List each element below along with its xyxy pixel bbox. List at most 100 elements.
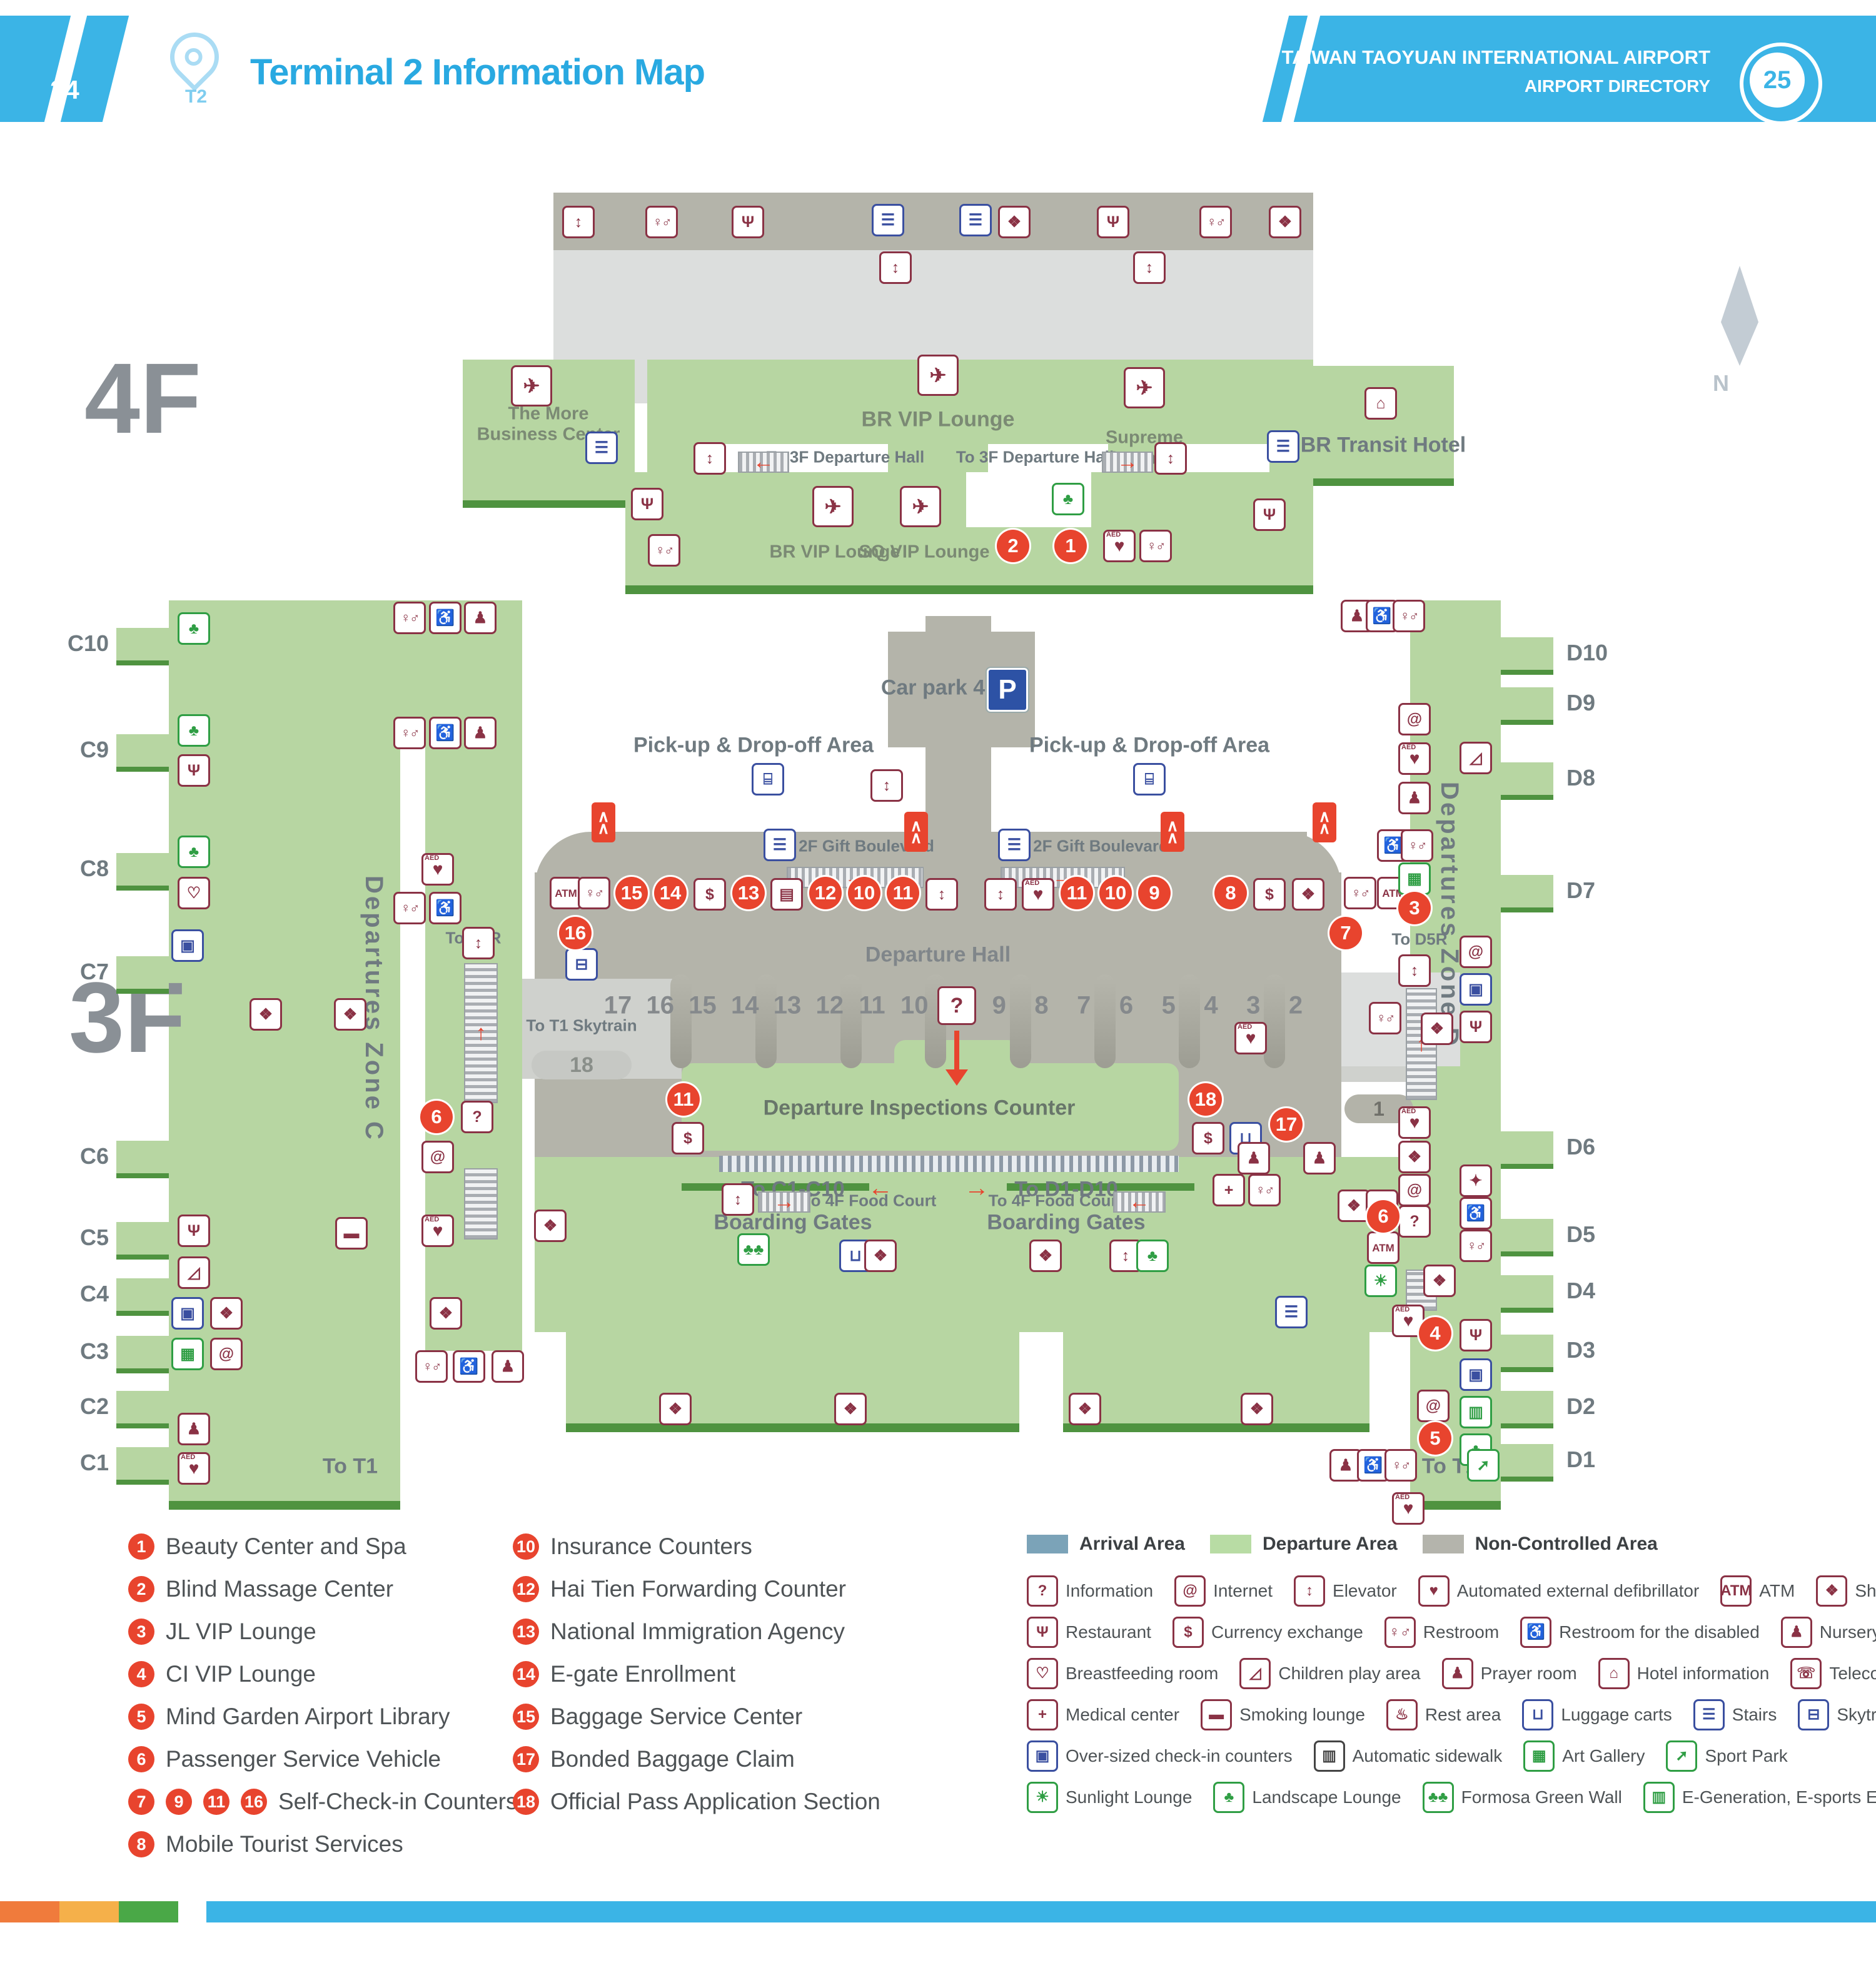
elevator-icon: ↕: [870, 769, 903, 802]
footer-segment: [119, 1901, 178, 1922]
arrow-to-d-gates: →: [964, 1174, 989, 1202]
checkin-counter-number: 16: [646, 991, 675, 1019]
lounge-icon: ✈: [812, 486, 854, 527]
legend-icon-item: ◿Children play area: [1239, 1658, 1421, 1689]
book-icon: ▣: [171, 929, 204, 962]
greenwall-icon: ♣♣: [737, 1233, 770, 1266]
elevator-icon: ↕: [562, 206, 595, 238]
skytrain-icon: ⊟: [1798, 1699, 1830, 1730]
legend-marker-6: 6: [128, 1746, 154, 1772]
gate-label-D3: D3: [1566, 1337, 1596, 1363]
legend-marker-13: 13: [513, 1619, 539, 1645]
legend-place-label: CI VIP Lounge: [166, 1661, 316, 1687]
gate-stub-D10: [1501, 637, 1553, 675]
internet-icon: @: [421, 1141, 454, 1173]
aed-icon: ♥: [1392, 1305, 1425, 1337]
legend-place-label: E-gate Enrollment: [550, 1661, 736, 1687]
nursery-icon: ♟: [464, 602, 497, 634]
checkin-island: [670, 974, 692, 1068]
disabled-icon: ♿: [429, 717, 461, 749]
gate-label-C5: C5: [79, 1225, 109, 1250]
gate-label-D8: D8: [1566, 765, 1596, 791]
book-icon: ▣: [1460, 973, 1492, 1006]
restaurant-icon: Ψ: [1460, 1011, 1492, 1043]
legend-icon-label: Sunlight Lounge: [1066, 1787, 1193, 1807]
directory-label: AIRPORT DIRECTORY: [1524, 76, 1710, 96]
stairs-icon: ☰: [764, 829, 796, 861]
shops-icon: ❖: [864, 1240, 897, 1272]
hall-top-band: [625, 832, 1307, 872]
shops-icon: ❖: [1241, 1393, 1273, 1425]
internet-icon: @: [1174, 1575, 1206, 1607]
apron-edge: [1007, 1183, 1194, 1191]
currency-icon: $: [1253, 878, 1286, 911]
legend-marker-9: 9: [166, 1789, 192, 1815]
legend-icon-item: ▥E-Generation, E-sports Experience cente…: [1643, 1782, 1876, 1813]
legend-icon-label: Elevator: [1333, 1581, 1397, 1600]
legend-icon-item: ♣Landscape Lounge: [1213, 1782, 1401, 1813]
gate-label-C1: C1: [79, 1450, 109, 1475]
gate-label-D1: D1: [1566, 1447, 1596, 1472]
checkin-counter-number: 11: [859, 991, 885, 1019]
to-d-gates-label-1: To D1-D10: [1014, 1177, 1118, 1201]
restroom-icon: ♀♂: [648, 534, 680, 567]
shops-icon: ❖: [210, 1297, 243, 1330]
gate-label-D2: D2: [1566, 1393, 1596, 1419]
legend-marker-3: 3: [128, 1619, 154, 1645]
legend-icon-label: Sport Park: [1705, 1746, 1788, 1765]
food-court-left-label: To 4F Food Court: [802, 1191, 937, 1210]
shops-icon: ❖: [1292, 878, 1324, 911]
telecom-icon: ☏: [1790, 1658, 1822, 1689]
legend-icon-item: @Internet: [1174, 1575, 1273, 1607]
disabled-icon: ♿: [1520, 1617, 1552, 1648]
legend-place-label: Hai Tien Forwarding Counter: [550, 1576, 846, 1602]
legend-icon-label: Luggage carts: [1561, 1705, 1672, 1724]
shops-icon: ❖: [534, 1210, 567, 1242]
restroom-icon: ♀♂: [1460, 1230, 1492, 1262]
legend-place-label: Blind Massage Center: [166, 1576, 394, 1602]
apron-sub-left: [566, 1332, 1019, 1432]
sport-icon: ➚: [1467, 1449, 1500, 1482]
marker-14: 14: [654, 877, 687, 909]
restroom-icon: ♀♂: [1248, 1174, 1281, 1206]
gate-stub-D6: [1501, 1131, 1553, 1169]
legend-icon-label: Rest area: [1425, 1705, 1501, 1724]
legend-icon-label: Skytrain to terminal 1 /2: [1837, 1705, 1876, 1724]
area-label: Non-Controlled Area: [1475, 1533, 1658, 1554]
legend-place-label: Self-Check-in Counters: [278, 1789, 518, 1814]
elevator-icon: ↕: [1294, 1575, 1326, 1607]
checkin-counter-number: 13: [773, 991, 802, 1019]
landscape-icon: ♣: [1213, 1782, 1245, 1813]
legend-icon-item: ♟Nursery room: [1780, 1617, 1876, 1648]
food-court-right-label: To 4F Food Court: [988, 1191, 1123, 1210]
aed-icon: ♥: [1392, 1492, 1425, 1525]
to-d5r-label: To D5R: [1391, 929, 1448, 949]
luggage-icon: ⊔: [1522, 1699, 1554, 1730]
hotel-icon: ⌂: [1364, 387, 1397, 420]
elevator-icon: ↕: [462, 927, 495, 959]
legend-icon-item: ➚Sport Park: [1666, 1740, 1788, 1772]
shops-icon: ❖: [659, 1393, 692, 1425]
smoking-icon: ▬: [1201, 1699, 1233, 1730]
legend-marker-15: 15: [513, 1704, 539, 1730]
disabled-icon: ♿: [429, 602, 461, 634]
book-icon: ▣: [171, 1297, 204, 1330]
legend-place-label: Insurance Counters: [550, 1533, 752, 1559]
shops-icon: ❖: [250, 998, 282, 1031]
prayer-icon: ♟: [1398, 782, 1431, 814]
shops-icon: ❖: [1423, 1265, 1456, 1297]
aed-icon: ♥: [1398, 1106, 1431, 1139]
legend-place-label: Bonded Baggage Claim: [550, 1746, 795, 1772]
legend-marker-17: 17: [513, 1746, 539, 1772]
book-icon: ▣: [1460, 1358, 1492, 1391]
restroom-icon: ♀♂: [393, 602, 426, 634]
escalator-strip: →: [1102, 450, 1153, 474]
legend-place-label: National Immigration Agency: [550, 1619, 845, 1644]
aed-icon: ♥: [178, 1452, 210, 1485]
legend-icon-label: Stairs: [1732, 1705, 1777, 1724]
nursery-icon: ♟: [492, 1350, 524, 1383]
